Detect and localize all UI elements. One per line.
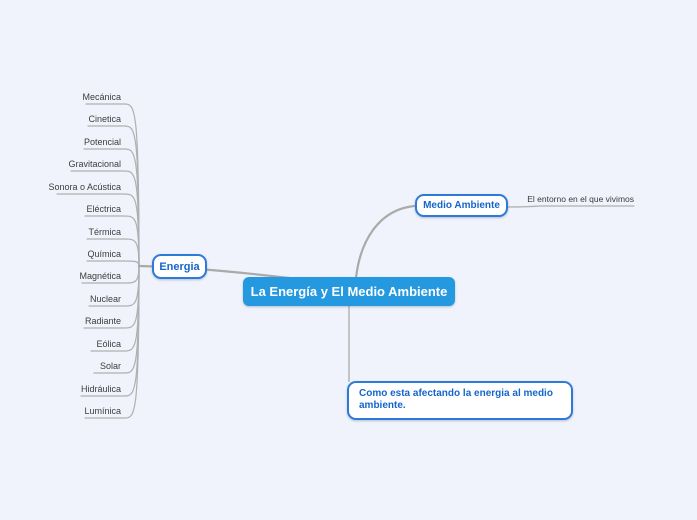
- node-leaf-radiante[interactable]: Radiante: [84, 316, 121, 326]
- node-impacto[interactable]: Como esta afectando la energia al medio …: [347, 381, 573, 420]
- node-root-label: La Energía y El Medio Ambiente: [250, 284, 448, 299]
- node-leaf-quimica[interactable]: Química: [87, 249, 121, 259]
- connector-leaf-electrica: [84, 215, 140, 267]
- connector-leaf-termica: [86, 238, 140, 267]
- node-medio-ambiente[interactable]: Medio Ambiente: [415, 194, 508, 217]
- node-leaf-electrica[interactable]: Eléctrica: [86, 204, 121, 214]
- node-leaf-eolica[interactable]: Eólica: [96, 339, 121, 349]
- connector-leaf-quimica: [86, 260, 140, 267]
- connector-root-medio-ambiente: [354, 204, 416, 280]
- node-root[interactable]: La Energía y El Medio Ambiente: [243, 277, 455, 306]
- node-energia[interactable]: Energia: [152, 254, 207, 279]
- node-leaf-termica[interactable]: Térmica: [88, 227, 121, 237]
- node-leaf-gravitacional[interactable]: Gravitacional: [68, 159, 121, 169]
- node-leaf-cinetica[interactable]: Cinetica: [88, 114, 121, 124]
- node-leaf-solar[interactable]: Solar: [99, 361, 121, 371]
- connector-leaf-hidraulica: [80, 265, 140, 397]
- node-leaf-sonora[interactable]: Sonora o Acústica: [48, 182, 121, 192]
- node-leaf-luminica[interactable]: Lumínica: [84, 406, 121, 416]
- connector-medio-leaf-underline: [507, 205, 635, 208]
- node-leaf-potencial[interactable]: Potencial: [83, 137, 121, 147]
- node-leaf-hidraulica[interactable]: Hidráulica: [80, 384, 121, 394]
- node-medio-ambiente-label: Medio Ambiente: [423, 200, 500, 211]
- node-energia-label: Energia: [159, 260, 200, 273]
- node-leaf-mecanica[interactable]: Mecánica: [82, 92, 121, 102]
- node-leaf-magnetica[interactable]: Magnética: [79, 271, 121, 281]
- node-leaf-nuclear[interactable]: Nuclear: [89, 294, 121, 304]
- connector-leaf-luminica: [84, 265, 140, 419]
- node-leaf-entorno[interactable]: El entorno en el que vivimos: [527, 194, 634, 204]
